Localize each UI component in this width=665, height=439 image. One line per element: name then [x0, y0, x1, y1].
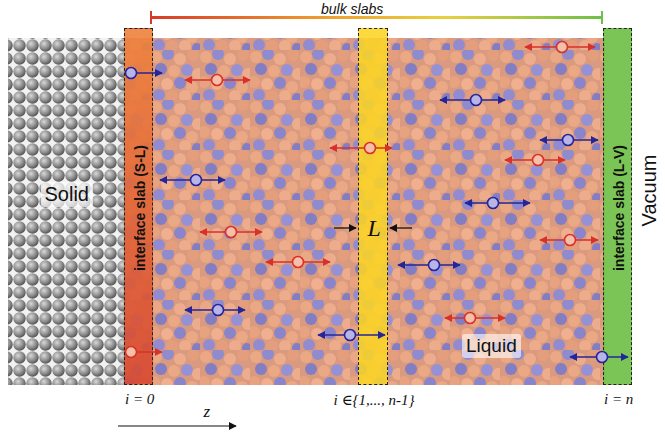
slab-index: i = 0 [125, 391, 154, 408]
region-name: Liquid [462, 334, 521, 358]
region-name: Vacuum [638, 154, 661, 226]
interface-slab: interface slab (L-V)i = n [603, 28, 632, 385]
slab-index: i = n [604, 391, 633, 408]
solid-lattice [8, 38, 125, 385]
bracket-label: bulk slabs [321, 1, 383, 17]
axis-label: z [204, 402, 211, 422]
slab-name: interface slab (S-L) [132, 144, 148, 270]
interface-slab: interface slab (S-L)i = 0 [124, 28, 153, 385]
slab-name: interface slab (L-V) [611, 144, 627, 270]
z-axis [118, 426, 236, 427]
region-name: Solid [41, 182, 93, 207]
red-arrows [126, 42, 599, 358]
blue-arrows [126, 68, 629, 363]
slab-index: i ∈{1,..., n-1} [334, 391, 415, 409]
bulk-slab: Li ∈{1,..., n-1} [358, 28, 388, 385]
slab-length: L [368, 215, 381, 242]
solid-region: Solid [8, 38, 125, 385]
